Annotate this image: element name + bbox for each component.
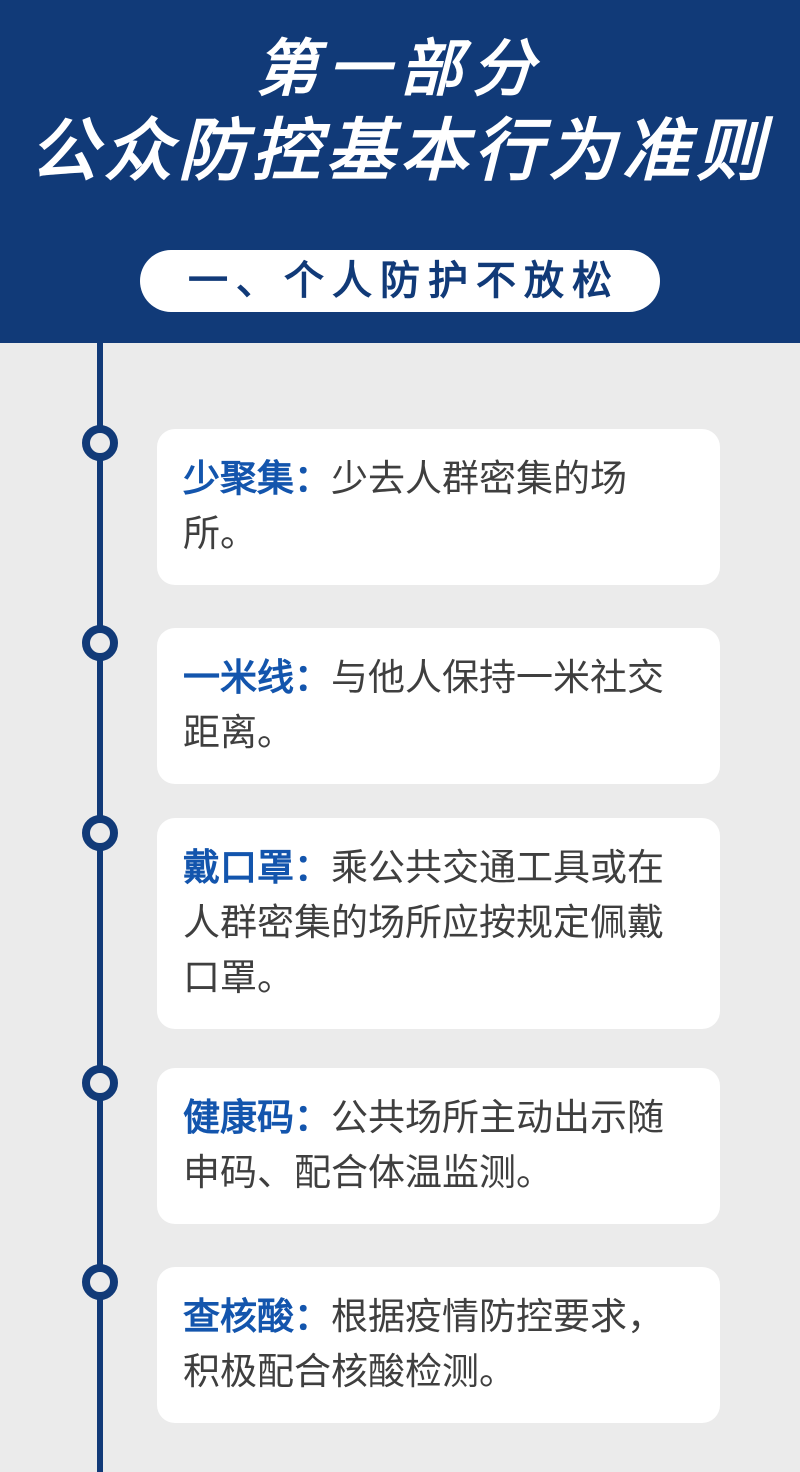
timeline-dot-icon: [82, 1065, 118, 1101]
header-title-line-1: 第一部分: [255, 36, 544, 104]
list-item-text: 一米线：与他人保持一米社交距离。: [183, 650, 694, 760]
list-item-body: 根据疫情防控要求，积极配合核酸检测。: [183, 1296, 664, 1392]
list-item-separator: ：: [294, 847, 331, 888]
section-pill: 一、个人防护不放松: [140, 250, 660, 312]
list-item-text: 少聚集：少去人群密集的场所。: [183, 451, 694, 561]
section-pill-label: 一、个人防护不放松: [188, 258, 620, 303]
list-item: 查核酸：根据疫情防控要求，积极配合核酸检测。: [157, 1267, 720, 1423]
list-item-separator: ：: [294, 657, 331, 698]
list-item: 一米线：与他人保持一米社交距离。: [157, 628, 720, 784]
list-item-keyword: 一米线: [183, 657, 294, 698]
list-item: 戴口罩：乘公共交通工具或在人群密集的场所应按规定佩戴口罩。: [157, 818, 720, 1029]
list-item-separator: ：: [294, 1296, 331, 1337]
list-item-separator: ：: [294, 458, 331, 499]
list-item-body: 少去人群密集的场所。: [183, 458, 627, 554]
timeline-dot-icon: [82, 625, 118, 661]
list-item-separator: ：: [294, 1097, 331, 1138]
list-item-keyword: 查核酸: [183, 1296, 294, 1337]
list-item-body: 公共场所主动出示随申码、配合体温监测。: [183, 1097, 664, 1193]
timeline-dot-icon: [82, 425, 118, 461]
list-item-text: 健康码：公共场所主动出示随申码、配合体温监测。: [183, 1090, 694, 1200]
list-item-keyword: 健康码: [183, 1097, 294, 1138]
header-title-line-2: 公众防控基本行为准则: [29, 113, 770, 189]
list-item-body: 乘公共交通工具或在人群密集的场所应按规定佩戴口罩。: [183, 847, 664, 998]
list-item-keyword: 少聚集: [183, 458, 294, 499]
timeline-dot-icon: [82, 815, 118, 851]
timeline-spine: [97, 343, 103, 1472]
list-item-text: 查核酸：根据疫情防控要求，积极配合核酸检测。: [183, 1289, 694, 1399]
list-item: 少聚集：少去人群密集的场所。: [157, 429, 720, 585]
list-item: 健康码：公共场所主动出示随申码、配合体温监测。: [157, 1068, 720, 1224]
list-item-keyword: 戴口罩: [183, 847, 294, 888]
list-item-body: 与他人保持一米社交距离。: [183, 657, 664, 753]
header-banner: 第一部分 公众防控基本行为准则 一、个人防护不放松: [0, 0, 800, 343]
list-item-text: 戴口罩：乘公共交通工具或在人群密集的场所应按规定佩戴口罩。: [183, 840, 694, 1005]
timeline-dot-icon: [82, 1264, 118, 1300]
